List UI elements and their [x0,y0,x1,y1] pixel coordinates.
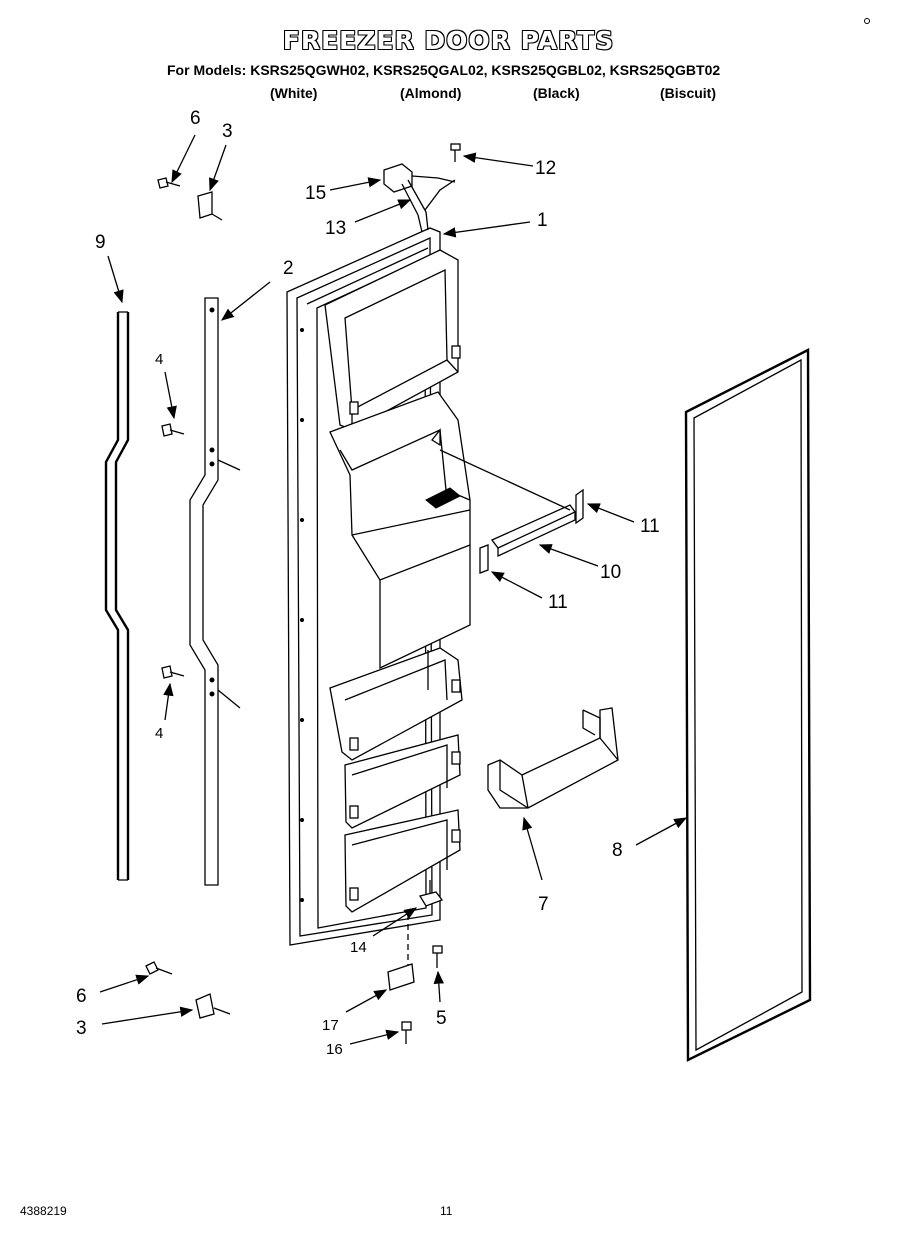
callout-1: 1 [537,210,548,231]
doc-number: 4388219 [20,1204,67,1218]
callout-2: 2 [283,258,294,279]
part-12-screw [450,143,461,162]
part-15-connector [383,163,413,193]
callout-8: 8 [612,840,623,861]
callout-4-lower: 4 [155,725,163,742]
callout-4-upper: 4 [155,351,163,368]
callout-11-upper: 11 [640,516,660,537]
part-4-screw-upper [161,423,185,437]
part-4-screw-lower [161,665,185,679]
part-6-screw-upper [157,177,181,189]
models-line: For Models: KSRS25QGWH02, KSRS25QGAL02, … [167,62,721,78]
finish-black: (Black) [533,85,580,101]
part-2-trim [189,297,241,886]
corner-mark [864,18,870,24]
finish-biscuit: (Biscuit) [660,85,716,101]
page-title: FREEZER DOOR PARTS [282,26,615,55]
callout-6-lower: 6 [76,986,87,1007]
callout-11-lower: 11 [548,592,568,613]
part-11-cap-lower [479,544,489,574]
part-10-trim [439,449,576,558]
part-3-cover-lower [195,993,231,1019]
part-5-screw [432,945,443,968]
callout-7: 7 [538,894,549,915]
callout-3-lower: 3 [76,1018,87,1039]
part-3-cover-upper [197,191,223,221]
callout-16: 16 [326,1041,343,1058]
part-14-hinge-pin [407,880,444,968]
callout-17: 17 [322,1017,339,1034]
callout-9: 9 [95,232,106,253]
callout-3-upper: 3 [222,121,233,142]
callout-10: 10 [600,562,621,583]
part-16-screw [401,1021,412,1044]
part-11-cap-upper [575,488,584,525]
callout-13: 13 [325,218,346,239]
part-13-wires [401,175,456,233]
callout-6-upper: 6 [190,108,201,129]
callout-15: 15 [305,183,326,204]
part-7-bin [487,707,619,809]
part-6-screw-lower [145,961,173,975]
finish-almond: (Almond) [400,85,462,101]
callout-labels: 6 3 12 15 13 1 2 9 4 4 11 10 11 7 8 14 5… [76,108,660,1058]
door-rivets [300,328,304,902]
callout-12: 12 [535,158,556,179]
leader-lines [99,134,688,1045]
callout-5: 5 [436,1008,447,1029]
part-9-strip [104,311,130,881]
finish-white: (White) [270,85,318,101]
callout-14: 14 [350,939,367,956]
part-1-door [286,227,471,946]
part-17-bracket [387,963,415,991]
page-number: 11 [440,1204,453,1218]
part-8-gasket [684,348,812,1062]
